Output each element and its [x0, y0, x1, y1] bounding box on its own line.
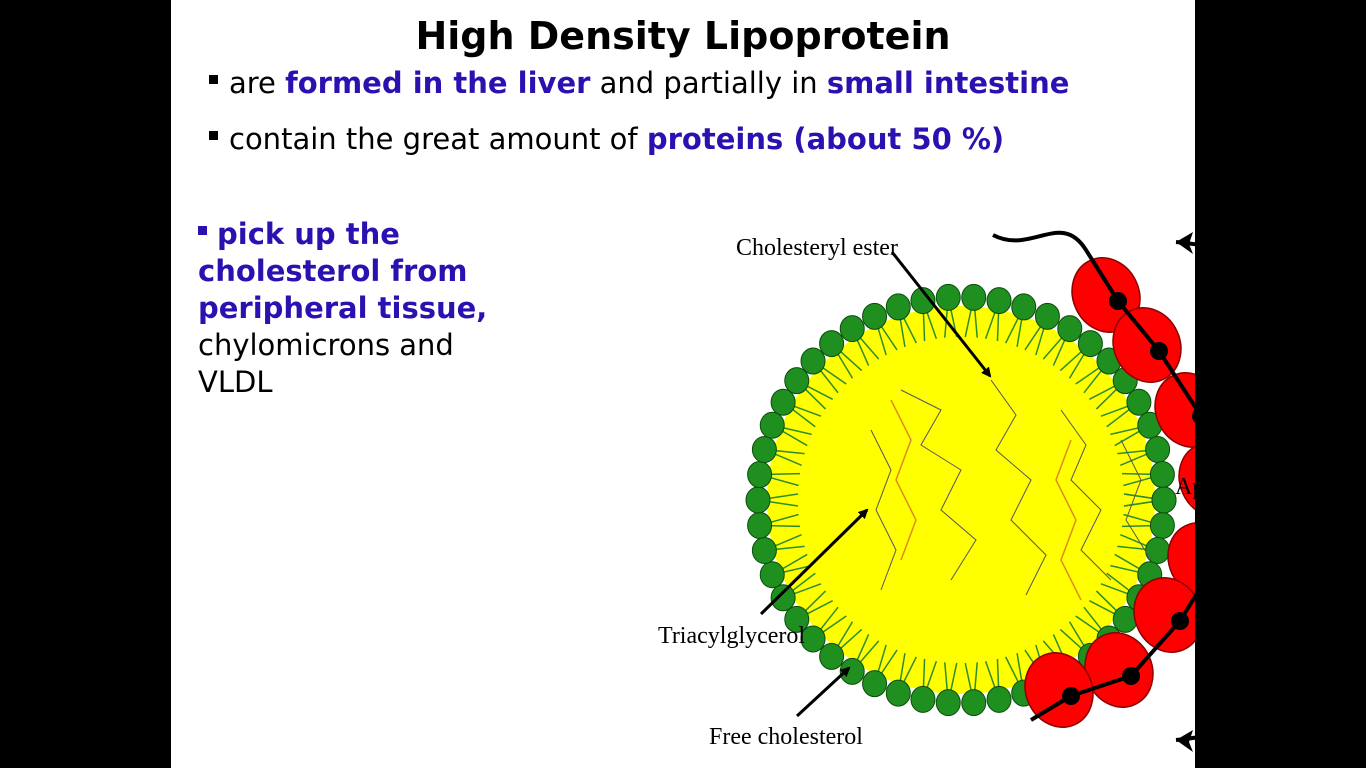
phospholipid-head	[770, 388, 796, 416]
bullet-text: chylomicrons and VLDL	[198, 328, 454, 399]
arrow-cholesteryl-ester	[890, 251, 992, 378]
bullet-marker-icon	[209, 74, 218, 84]
arrow-free-cholesterol	[795, 666, 851, 718]
page-title: High Density Lipoprotein	[415, 14, 951, 58]
phospholipid-head	[910, 287, 936, 315]
apoa1-dot	[1062, 687, 1080, 705]
bullet-proteins: contain the great amount of proteins (ab…	[209, 122, 1004, 156]
phospholipid-head	[986, 685, 1012, 713]
phospholipid-head	[986, 287, 1012, 315]
phospholipid-head	[1011, 293, 1037, 321]
arrow-triacylglycerol	[759, 508, 869, 616]
phospholipid-head	[862, 670, 888, 698]
bullet-text: and partially in	[590, 66, 827, 100]
phospholipid-head	[935, 283, 961, 311]
phospholipid-head	[751, 436, 777, 464]
phospholipid-head	[745, 486, 771, 514]
highlight-text: proteins (about 50 %)	[646, 122, 1005, 156]
phospholipid-head	[1126, 388, 1152, 416]
molecule-chain	[1060, 409, 1112, 581]
bracket-arrow-top	[1176, 232, 1193, 254]
phospholipid-head	[759, 411, 785, 439]
phospholipid-head	[839, 315, 865, 343]
apoa1-dot	[1192, 409, 1195, 423]
phospholipid-head	[1145, 436, 1171, 464]
phospholipid-head	[1149, 461, 1175, 489]
hdl-diagram: Cholesteryl ester Triacylglycerol Free c…	[658, 230, 1195, 752]
phospholipid-head	[800, 625, 826, 653]
apoa1-segment	[1178, 442, 1195, 518]
label-free-cholesterol: Free cholesterol	[709, 724, 863, 750]
apoa1-segment	[1167, 522, 1195, 598]
phospholipid-head	[784, 605, 810, 633]
phospholipid-head	[1151, 486, 1177, 514]
phospholipid-head	[910, 685, 936, 713]
highlight-text: pick up the cholesterol from peripheral …	[198, 217, 488, 325]
lipid-core	[767, 306, 1155, 694]
phospholipid-head	[747, 511, 773, 539]
phospholipid-head	[961, 283, 987, 311]
molecule-chain	[870, 429, 897, 591]
phospholipid-head	[819, 642, 845, 670]
bullet-formed: are formed in the liver and partially in…	[209, 66, 1069, 100]
label-apoa1: ApoA-I	[1175, 474, 1195, 500]
molecule-chain	[990, 379, 1047, 596]
slide: High Density Lipoprotein are formed in t…	[171, 0, 1195, 768]
apoa1-dot	[1109, 292, 1127, 310]
molecule-chain	[1120, 439, 1152, 561]
apoa1-protein	[992, 230, 1195, 728]
phospholipid-head	[935, 689, 961, 717]
bullet-pick-up: pick up the cholesterol from peripheral …	[198, 216, 498, 401]
highlight-text: formed in the liver	[285, 66, 591, 100]
phospholipid-head	[800, 347, 826, 375]
molecule-sketches	[870, 379, 1152, 601]
phospholipid-head	[885, 679, 911, 707]
phospholipid-head	[819, 330, 845, 358]
molecule-chain	[900, 389, 977, 581]
apoa1-dot	[1122, 667, 1140, 685]
phospholipid-head	[961, 689, 987, 717]
phospholipid-head	[1057, 315, 1083, 343]
bullet-text: contain the great amount of	[229, 122, 647, 156]
apoa1-segment	[1024, 652, 1094, 728]
highlight-text: small intestine	[826, 66, 1070, 100]
label-cholesteryl-ester: Cholesteryl ester	[736, 235, 898, 261]
apoa1-segment	[1112, 307, 1182, 383]
phospholipid-head	[747, 461, 773, 489]
phospholipid-head	[1034, 302, 1060, 330]
phospholipid-head	[1145, 536, 1171, 564]
phospholipid-head	[770, 584, 796, 612]
triacylglycerol-chain	[1055, 439, 1082, 601]
phospholipid-head	[885, 293, 911, 321]
label-triacylglycerol: Triacylglycerol	[658, 623, 805, 649]
bullet-marker-icon	[209, 130, 218, 140]
apoa1-chain	[992, 230, 1195, 722]
bracket-arrow-bottom	[1176, 730, 1193, 752]
phospholipid-head	[784, 367, 810, 395]
bullet-text: are	[229, 66, 286, 100]
phospholipid-head	[1077, 330, 1103, 358]
phospholipid-head	[751, 536, 777, 564]
bullet-marker-icon	[198, 225, 207, 235]
phospholipid-head	[862, 302, 888, 330]
phospholipid-head	[1149, 511, 1175, 539]
apoa1-dot	[1150, 342, 1168, 360]
apoa1-segment	[1133, 577, 1195, 653]
triacylglycerol-chain	[890, 399, 917, 561]
apoa1-dot	[1171, 612, 1189, 630]
phospholipid-head	[759, 561, 785, 589]
